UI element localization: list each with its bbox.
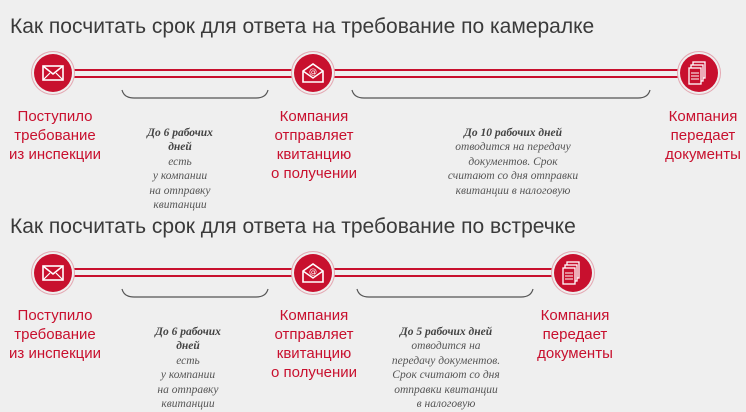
note-2: До 10 рабочих дней отводится на передачу … bbox=[448, 111, 578, 198]
note-2-text: отводится на передачу документов. Срок с… bbox=[447, 141, 579, 197]
step-documents-label: Компания передает документы bbox=[537, 307, 613, 362]
note-1-text: есть у компании на отправку квитанции bbox=[149, 155, 211, 212]
svg-text:@: @ bbox=[309, 67, 317, 76]
bracket-1 bbox=[121, 288, 269, 298]
step-documents-label: Компания передает документы bbox=[665, 108, 741, 163]
email-envelope-icon: @ bbox=[294, 54, 332, 92]
note-2-bold: До 5 рабочих дней bbox=[399, 325, 493, 338]
documents-icon bbox=[680, 54, 718, 92]
note-2: До 5 рабочих дней отводится на передачу д… bbox=[392, 310, 500, 412]
step-received-label: Поступило требование из инспекции bbox=[9, 108, 101, 163]
documents-icon bbox=[554, 254, 592, 292]
bracket-2 bbox=[356, 288, 534, 298]
bracket-1 bbox=[121, 89, 269, 99]
envelope-icon bbox=[34, 254, 72, 292]
step-receipt-label: Компания отправляет квитанцию о получени… bbox=[270, 307, 358, 381]
note-1-bold: До 6 рабочих дней bbox=[147, 126, 213, 154]
diagram-2-title: Как посчитать срок для ответа на требова… bbox=[10, 215, 576, 238]
bracket-2 bbox=[351, 89, 651, 99]
note-2-bold: До 10 рабочих дней bbox=[463, 126, 563, 139]
note-1-bold: До 6 рабочих дней bbox=[155, 325, 221, 353]
envelope-icon bbox=[34, 54, 72, 92]
step-received-label: Поступило требование из инспекции bbox=[9, 307, 101, 362]
note-1-text: есть у компании на отправку квитанции bbox=[157, 354, 219, 411]
step-receipt-label: Компания отправляет квитанцию о получени… bbox=[270, 108, 358, 182]
svg-text:@: @ bbox=[309, 267, 317, 276]
timeline-track bbox=[50, 69, 700, 78]
note-2-text: отводится на передачу документов. Срок с… bbox=[391, 340, 501, 410]
diagram-1-title: Как посчитать срок для ответа на требова… bbox=[10, 15, 595, 38]
email-envelope-icon: @ bbox=[294, 254, 332, 292]
